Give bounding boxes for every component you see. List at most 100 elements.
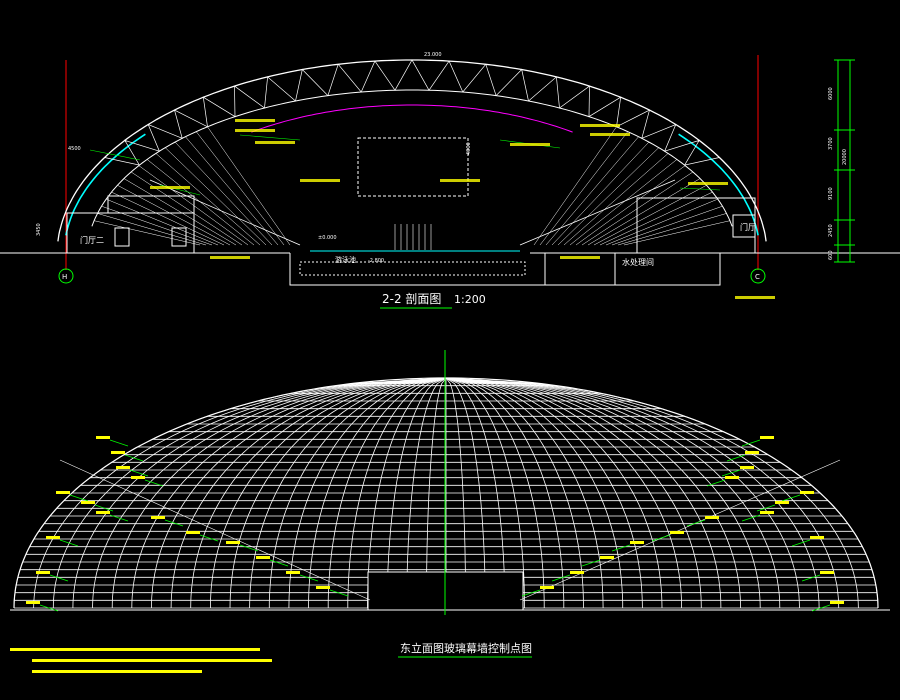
rib-left xyxy=(106,198,219,246)
control-point-leader xyxy=(109,439,129,447)
rib-right xyxy=(533,126,617,246)
dim-left-2: 3450 xyxy=(36,223,42,236)
dome-meridian xyxy=(445,377,761,609)
door-right xyxy=(732,214,756,238)
water-room-label: 水处理间 xyxy=(622,257,654,267)
leader-line xyxy=(89,149,141,161)
dim-right-4: 2450 xyxy=(828,224,834,237)
rib-left xyxy=(101,205,213,246)
rib-right xyxy=(539,131,628,246)
control-point-label xyxy=(226,541,240,544)
dome-meridian xyxy=(190,377,447,609)
leader-line xyxy=(239,134,301,141)
door-left xyxy=(114,227,130,247)
control-point-leader xyxy=(741,514,761,522)
control-point-leader xyxy=(69,494,89,502)
annotation-text-block xyxy=(210,256,250,259)
rib-right xyxy=(563,153,669,246)
dome-meridian xyxy=(445,377,466,608)
level-ground: ±0.000 xyxy=(318,235,337,241)
glass-arch-right xyxy=(678,133,759,236)
dome-meridian xyxy=(268,377,447,608)
roof-truss xyxy=(104,59,720,166)
annotation-text-block xyxy=(735,296,775,299)
section-structure xyxy=(0,55,900,309)
control-point-leader xyxy=(109,514,129,522)
control-point-leader xyxy=(269,559,289,567)
rib-left xyxy=(94,220,201,246)
axis-bubble-left xyxy=(58,268,74,284)
control-point-leader xyxy=(721,469,741,477)
dome-meridian xyxy=(445,377,643,609)
control-point-label xyxy=(116,466,130,469)
rib-right xyxy=(611,205,723,246)
control-point-label xyxy=(725,476,739,479)
pool-outline xyxy=(289,253,546,286)
annotation-text-block xyxy=(580,124,620,127)
control-point-label xyxy=(760,436,774,439)
building-right xyxy=(636,197,756,254)
annotation-text-block xyxy=(440,179,480,182)
outer-arch xyxy=(57,59,767,242)
control-point-label xyxy=(775,501,789,504)
rib-right xyxy=(617,213,727,246)
dome-meridian xyxy=(170,377,447,609)
control-point-label xyxy=(740,466,754,469)
center-box xyxy=(357,137,469,197)
dome-meridian xyxy=(445,377,840,609)
building-left-upper xyxy=(107,195,195,214)
level-top: 23.000 xyxy=(424,52,442,58)
rib-left xyxy=(130,171,243,246)
elevation-drawing: 东立面图玻璃幕墙控制点图 xyxy=(10,350,890,673)
control-point-leader xyxy=(741,439,761,447)
control-point-leader xyxy=(239,544,259,552)
annotation-text-block xyxy=(255,141,295,144)
dome-meridian xyxy=(249,377,447,609)
section-title: 2-2 剖面图 xyxy=(382,292,441,306)
ceiling-line xyxy=(251,104,573,133)
control-point-label xyxy=(256,556,270,559)
dome-meridian xyxy=(445,377,506,608)
dome-outline xyxy=(13,377,879,609)
dome-meridian xyxy=(445,377,741,608)
leader-line xyxy=(679,187,721,191)
dome-meridian xyxy=(111,377,447,609)
elevation-title: 东立面图玻璃幕墙控制点图 xyxy=(400,641,532,655)
annotation-text-block xyxy=(150,186,190,189)
annotation-text-block xyxy=(590,133,630,136)
control-point-label xyxy=(111,451,125,454)
control-point-leader xyxy=(781,494,801,502)
dome-meridian xyxy=(308,377,447,609)
dome-meridian xyxy=(445,377,525,608)
dim-left-1: 4500 xyxy=(68,146,81,152)
dome-meridian xyxy=(445,377,800,609)
dome-meridian xyxy=(445,377,624,608)
dome-meridian xyxy=(445,377,820,609)
control-point-label xyxy=(745,451,759,454)
rib-left xyxy=(117,185,231,246)
dome-meridian xyxy=(445,377,604,609)
water-room xyxy=(544,252,721,286)
control-point-label xyxy=(96,436,110,439)
control-point-leader xyxy=(59,539,79,547)
control-point-leader xyxy=(39,604,59,612)
control-point-leader xyxy=(199,534,219,542)
dome-meridian xyxy=(386,377,447,608)
control-point-label xyxy=(81,501,95,504)
rib-left xyxy=(165,147,267,246)
rib-right xyxy=(605,198,718,246)
dome-meridian xyxy=(445,377,486,608)
strut-left xyxy=(149,179,301,246)
rib-right xyxy=(557,147,659,246)
room-label-left: 门厅二 xyxy=(80,235,104,245)
rib-left xyxy=(97,213,207,246)
control-point-label xyxy=(810,536,824,539)
control-point-leader xyxy=(651,534,671,542)
pool-water xyxy=(299,261,526,276)
control-point-label xyxy=(286,571,300,574)
dome-meridian xyxy=(33,377,447,609)
control-point-leader xyxy=(329,589,349,597)
footnote-text xyxy=(10,648,260,651)
control-point-leader xyxy=(791,539,811,547)
inner-arch xyxy=(91,89,733,227)
